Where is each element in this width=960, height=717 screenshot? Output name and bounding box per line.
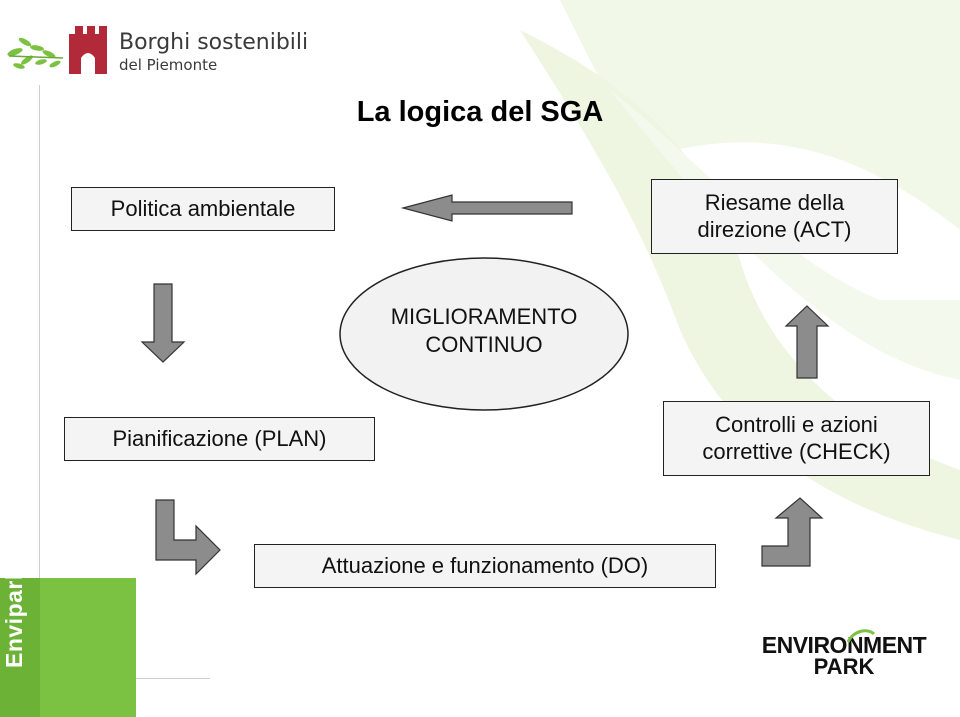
check-box: Controlli e azioni correttive (CHECK) [663, 401, 930, 476]
borghi-logo: Borghi sostenibili del Piemonte [5, 24, 325, 78]
environment-park-swoosh-icon [846, 629, 876, 643]
envipark-brand: Envipark [1, 566, 41, 668]
envipark-sidebar-strip [0, 578, 40, 717]
plan-box: Pianificazione (PLAN) [64, 417, 375, 461]
do-box: Attuazione e funzionamento (DO) [254, 544, 716, 588]
arrow-down-policy-to-plan [140, 283, 186, 363]
continuous-improvement-ellipse [339, 257, 629, 411]
environment-park-logo: ENVIRONMENT PARK [748, 628, 940, 684]
check-label-line2: correttive (CHECK) [702, 438, 891, 464]
review-act-box: Riesame della direzione (ACT) [651, 179, 898, 254]
review-label-line2: direzione (ACT) [697, 216, 852, 242]
environment-park-line1: ENVIRONMENT [761, 632, 927, 658]
arrow-bent-do-to-check [761, 497, 824, 567]
environment-park-line2: PARK [813, 654, 875, 679]
arrow-up-check-to-act [784, 305, 830, 379]
policy-box: Politica ambientale [71, 187, 335, 231]
arrow-left-act-to-policy [400, 194, 573, 222]
leaf-branch-icon [7, 37, 64, 69]
arrow-bent-plan-to-do [155, 499, 221, 576]
left-divider-line [39, 85, 40, 685]
policy-label: Politica ambientale [110, 195, 296, 221]
envipark-brand-text: Envipark [1, 566, 27, 668]
ellipse-text: MIGLIORAMENTO CONTINUO [338, 303, 630, 358]
ellipse-text-line2: CONTINUO [425, 331, 543, 357]
do-label: Attuazione e funzionamento (DO) [321, 552, 649, 578]
check-label-line1: Controlli e azioni [715, 412, 878, 438]
logo-subtitle: del Piemonte [119, 56, 218, 74]
castle-tower-icon [69, 26, 107, 74]
review-label-line1: Riesame della [704, 190, 845, 216]
plan-label: Pianificazione (PLAN) [112, 425, 327, 451]
ellipse-text-line1: MIGLIORAMENTO [390, 304, 578, 329]
logo-title: Borghi sostenibili [119, 30, 309, 55]
page-title: La logica del SGA [356, 96, 604, 128]
